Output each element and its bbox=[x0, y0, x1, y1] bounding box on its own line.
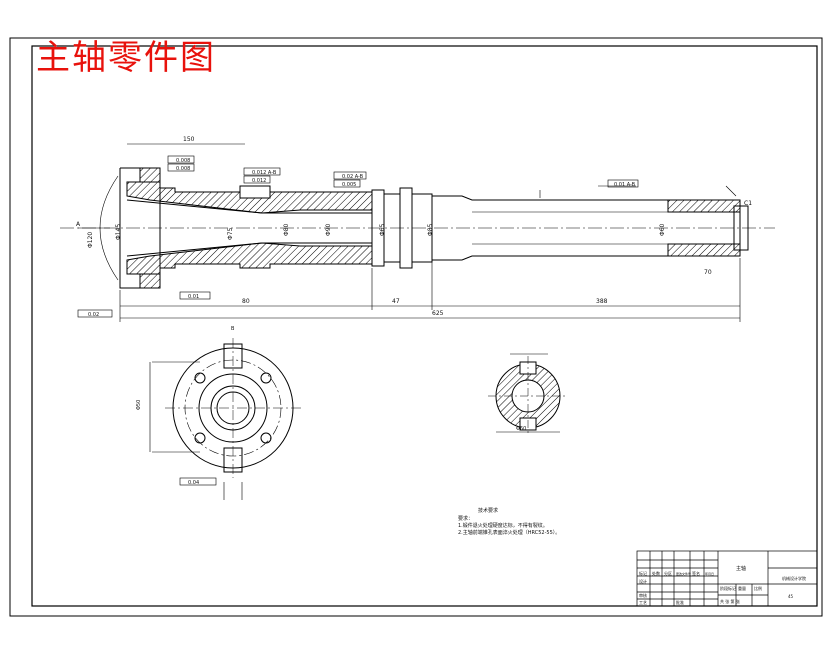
tb-row-label-3: 分区 bbox=[664, 570, 672, 576]
dim-top-span: 150 bbox=[183, 136, 195, 143]
flange-keyway-bottom bbox=[139, 273, 161, 289]
notes-heading: 技术要求 bbox=[478, 507, 498, 514]
tol-t5: 0.01 bbox=[188, 294, 199, 300]
dim-seg-a: 80 bbox=[242, 298, 250, 305]
flange-pos-tol: 0.04 bbox=[188, 480, 199, 486]
dim-dia-mid-1: Φ75 bbox=[227, 227, 234, 240]
section-width-dim: Φ60 bbox=[516, 426, 526, 432]
dim-dia-left-1: Φ120 bbox=[87, 232, 94, 248]
tol-perp: 0.02 bbox=[88, 312, 99, 318]
tb-role-1: 设计 bbox=[639, 578, 647, 584]
dim-dia-mid-2: Φ80 bbox=[283, 223, 290, 236]
tol-t1: 0.008 bbox=[176, 158, 190, 164]
tol-runout-mid: 0.012 A-B bbox=[252, 170, 277, 176]
tb-drawing-name: 主轴 bbox=[736, 565, 746, 572]
notes-label: 要求： bbox=[458, 515, 473, 522]
bolt-hole-4 bbox=[260, 432, 272, 444]
bolt-hole-1 bbox=[194, 372, 206, 384]
tolerance-frames: 0.008 0.008 0.012 A-B 0.012 0.02 A-B 0.0… bbox=[77, 155, 639, 318]
tb-role-4: 批准 bbox=[676, 599, 684, 605]
shaft-end-section-top bbox=[667, 199, 741, 213]
flange-keyway-top bbox=[139, 167, 161, 183]
title-block bbox=[636, 550, 818, 607]
technical-notes: 技术要求 要求： 1.锻件退火处理硬度达标，不得有裂纹。 2.主轴前端锥孔表面淬… bbox=[458, 507, 560, 536]
bolt-hole-3 bbox=[194, 432, 206, 444]
dim-dia-right-2: Φ85 bbox=[427, 223, 434, 236]
dim-dia-end: Φ60 bbox=[659, 223, 666, 236]
tol-flatness: 0.02 A-B bbox=[342, 174, 364, 180]
tb-role-2: 审核 bbox=[639, 592, 647, 598]
flange-section-bottom bbox=[126, 242, 373, 275]
shaft-end-thread bbox=[733, 205, 749, 251]
datum-b-label: B bbox=[231, 326, 235, 332]
tol-runout-right: 0.01 A-B bbox=[614, 182, 636, 188]
notes-line-2: 2.主轴前端锥孔表面淬火处理（HRC52-55）。 bbox=[458, 529, 560, 536]
taper-bore-bottom bbox=[126, 242, 263, 257]
tb-phase-label: 阶段标记 bbox=[720, 585, 736, 591]
spline-section-view bbox=[488, 353, 568, 436]
flange-width-dim: Φ50 bbox=[136, 400, 142, 410]
tb-row-label-4: 更改文件号 bbox=[676, 571, 691, 576]
tb-sheet-label: 共 张 第 张 bbox=[720, 598, 740, 604]
tol-t2: 0.008 bbox=[176, 166, 190, 172]
main-view-labels: 150 80 47 388 625 70 Φ120 Φ145 Φ75 Φ80 Φ… bbox=[76, 136, 752, 317]
drawing-title: 主轴零件图 bbox=[36, 38, 216, 78]
dim-seg-c: 388 bbox=[596, 298, 608, 305]
tb-row-label-2: 处数 bbox=[652, 570, 660, 576]
outer-frame bbox=[9, 37, 823, 617]
dim-thread-end: C1 bbox=[744, 200, 752, 207]
dim-overall-length: 625 bbox=[432, 310, 444, 317]
dim-dia-mid-3: Φ90 bbox=[325, 223, 332, 236]
radial-slot bbox=[239, 185, 271, 199]
tb-row-label-1: 标记 bbox=[639, 570, 647, 576]
dim-seg-tail: 70 bbox=[704, 269, 712, 276]
tb-company: 机械设计学院 bbox=[782, 575, 806, 581]
tb-scale-label: 比例 bbox=[754, 585, 762, 591]
notes-line-1: 1.锻件退火处理硬度达标，不得有裂纹。 bbox=[458, 522, 548, 529]
spindle-main-view bbox=[60, 143, 775, 322]
bolt-hole-2 bbox=[260, 372, 272, 384]
tb-weight-label: 重量 bbox=[738, 585, 746, 591]
dim-dia-right-1: Φ65 bbox=[379, 223, 386, 236]
tb-material: 45 bbox=[788, 594, 794, 599]
datum-a-label: A bbox=[76, 221, 81, 228]
tb-row-label-6: 年月日 bbox=[705, 571, 714, 576]
inner-frame bbox=[31, 45, 818, 607]
shaft-end-section-bottom bbox=[667, 243, 741, 257]
tol-t3: 0.012 bbox=[252, 178, 266, 184]
tb-row-label-5: 签名 bbox=[692, 570, 700, 576]
tol-t4: 0.005 bbox=[342, 182, 356, 188]
dim-seg-b: 47 bbox=[392, 298, 400, 305]
taper-bore-top bbox=[126, 199, 263, 214]
tb-role-3: 工艺 bbox=[639, 600, 647, 605]
flange-end-view bbox=[149, 338, 301, 500]
dim-dia-left-2: Φ145 bbox=[115, 224, 122, 240]
